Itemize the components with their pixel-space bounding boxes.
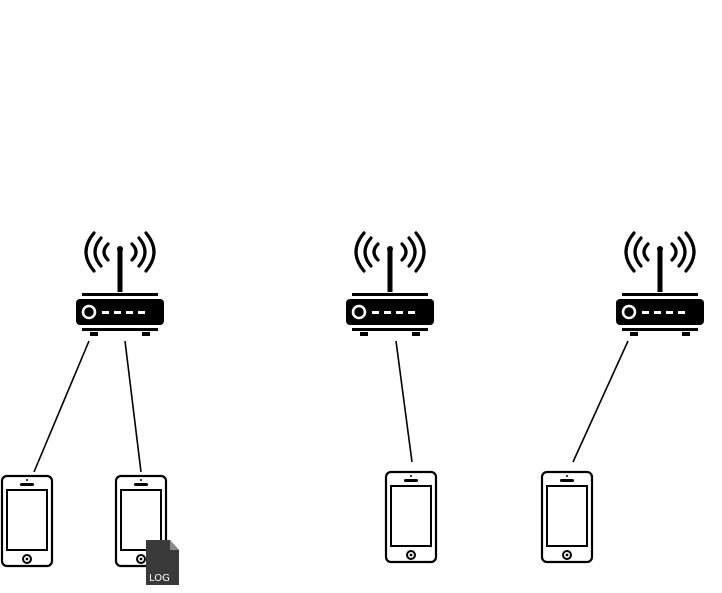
connection-line [395, 340, 413, 463]
phone-icon [0, 474, 54, 568]
log-file-label: LOG [149, 573, 170, 584]
connection-line [124, 340, 142, 473]
phone-icon [540, 470, 594, 564]
connection-line [572, 340, 629, 463]
log-file-icon: LOG [146, 540, 179, 585]
router-icon [74, 231, 166, 338]
phone-icon [384, 470, 438, 564]
connection-line [33, 340, 90, 473]
router-icon [344, 231, 436, 338]
router-icon [614, 231, 706, 338]
links-layer [33, 340, 629, 473]
